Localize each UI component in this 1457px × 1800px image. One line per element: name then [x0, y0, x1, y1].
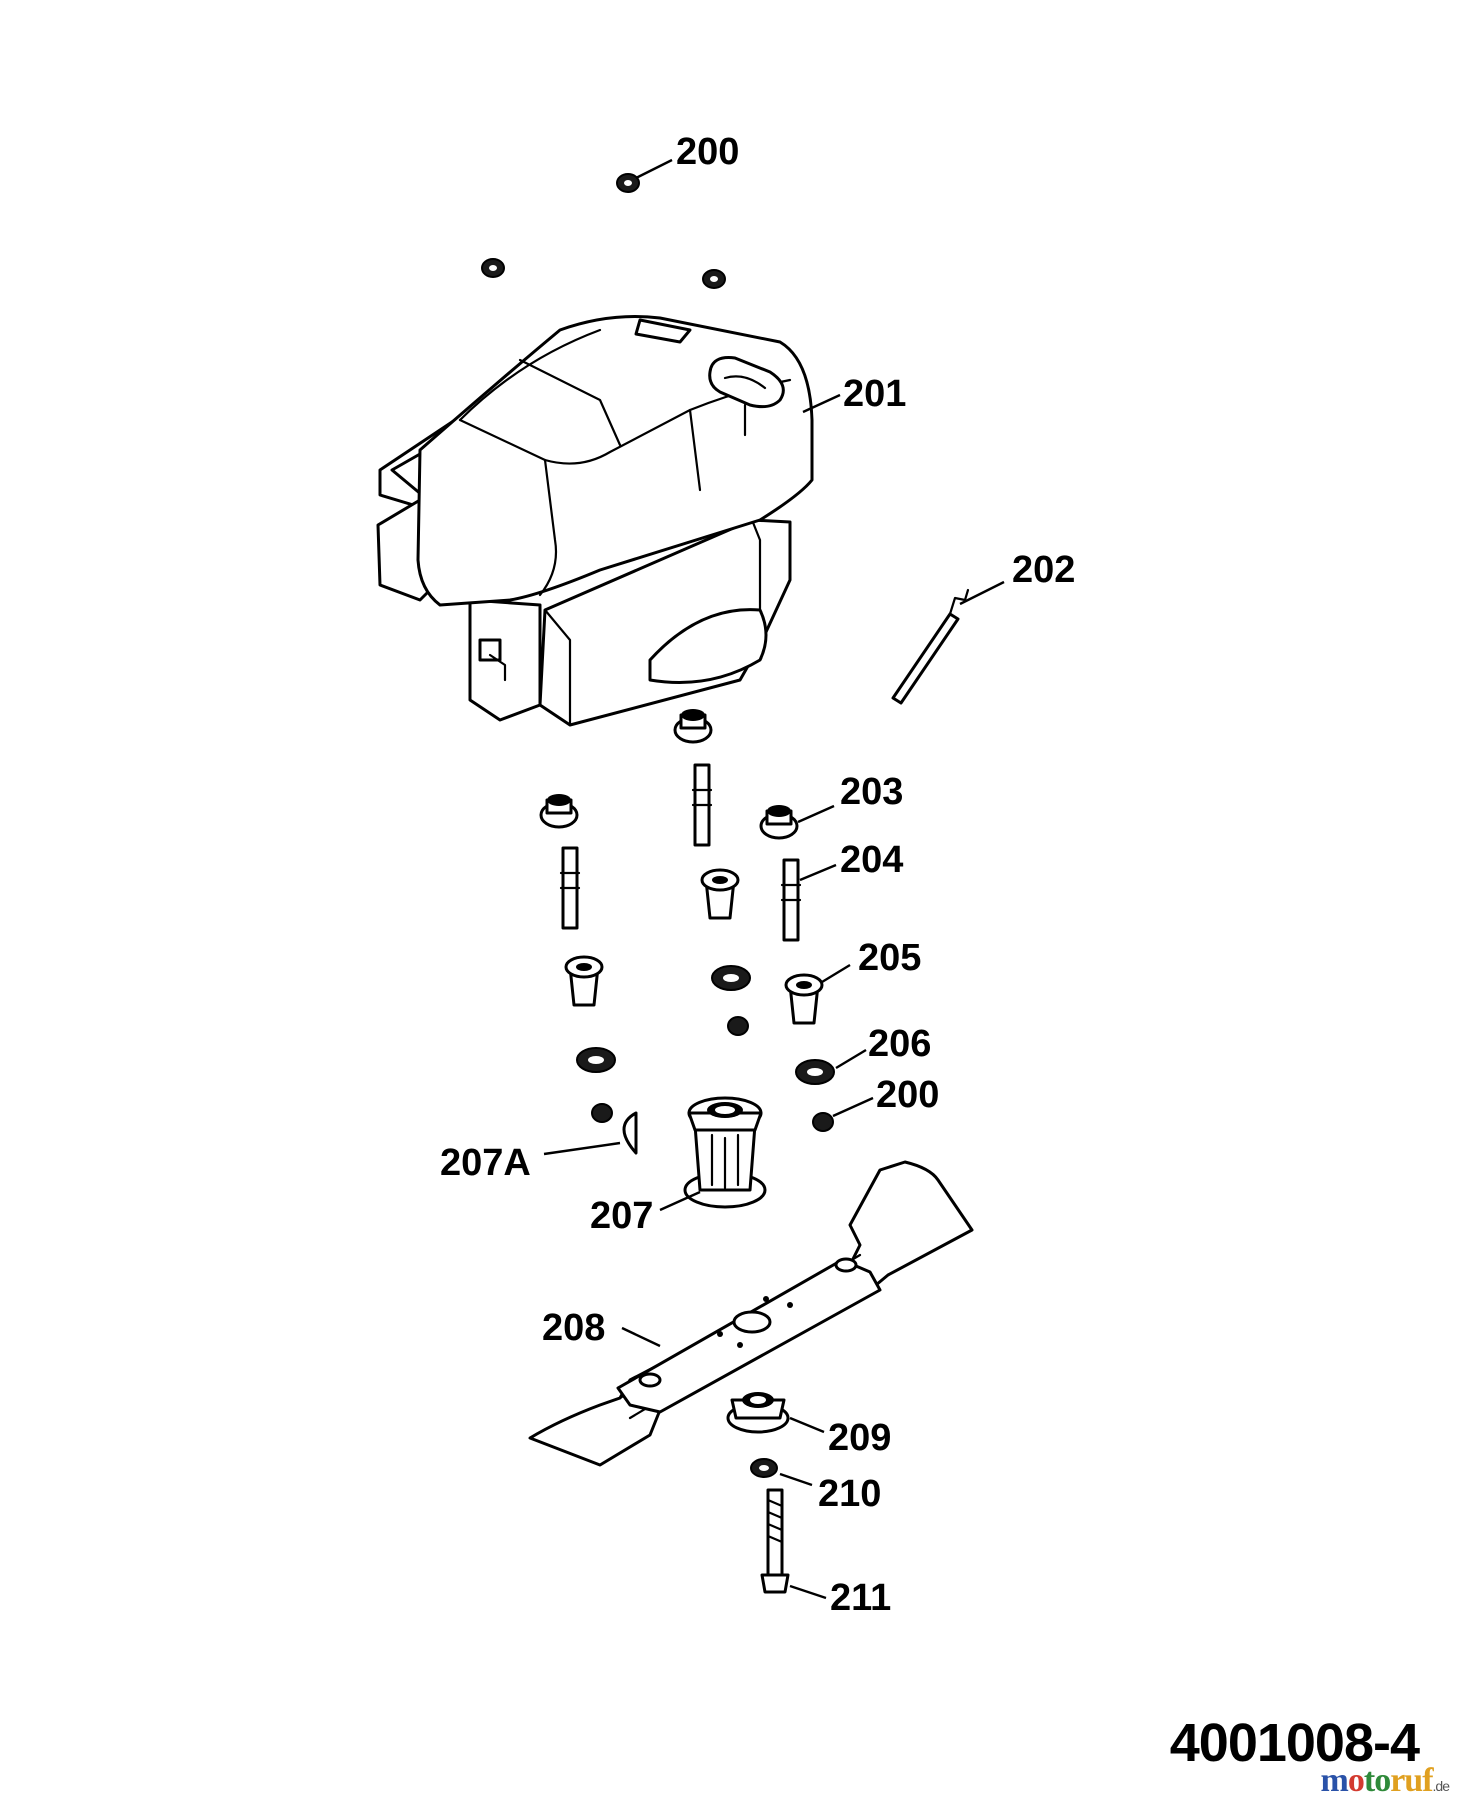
bushing-205-center [700, 868, 740, 920]
washer-206-center [711, 965, 751, 991]
engine-201 [376, 315, 814, 727]
bushing-205-right [784, 973, 824, 1025]
nut-200-top-left [481, 258, 505, 278]
callout-209: 209 [828, 1417, 891, 1459]
bolt-211 [760, 1488, 790, 1594]
leader-207a [543, 1141, 621, 1156]
leader-201 [802, 393, 841, 414]
stud-204-right [780, 858, 802, 942]
callout-208: 208 [542, 1307, 605, 1349]
callout-205: 205 [858, 937, 921, 979]
nut-200-lower-right [812, 1112, 834, 1132]
nut-200-top-right [702, 269, 726, 289]
watermark-part-1: m [1320, 1762, 1349, 1799]
bushing-205-left [564, 955, 604, 1007]
callout-206: 206 [868, 1023, 931, 1065]
watermark-part-4: ruf [1390, 1762, 1433, 1799]
blade-adapter-207 [683, 1096, 767, 1209]
leader-203 [797, 804, 835, 824]
watermark-logo: motoruf.de [1320, 1762, 1450, 1800]
callout-211: 211 [830, 1577, 891, 1619]
leader-206 [835, 1048, 867, 1070]
leader-210 [779, 1472, 813, 1487]
leader-209 [789, 1416, 825, 1434]
leader-200-top [635, 158, 673, 180]
callout-200-bottom: 200 [876, 1074, 939, 1116]
nut-200-lower-left [591, 1103, 613, 1123]
watermark-part-3: to [1363, 1762, 1391, 1799]
leader-208 [621, 1326, 661, 1348]
nut-200-top-center [616, 173, 640, 193]
callout-202: 202 [1012, 549, 1075, 591]
callout-210: 210 [818, 1473, 881, 1515]
leader-211 [789, 1584, 827, 1600]
spacer-203-top-center [673, 709, 713, 744]
washer-210 [750, 1458, 778, 1478]
callout-204: 204 [840, 839, 903, 881]
rod-202 [891, 588, 970, 705]
leader-204 [799, 863, 837, 882]
watermark-tld: .de [1432, 1778, 1450, 1794]
spacer-203-right [759, 805, 799, 840]
stud-204-center [691, 763, 713, 847]
leader-207 [659, 1190, 701, 1212]
blade-208 [528, 1160, 974, 1467]
nut-200-lower-center [727, 1016, 749, 1036]
leader-205 [821, 963, 851, 984]
callout-203: 203 [840, 771, 903, 813]
spacer-203-left [539, 794, 579, 829]
leader-200-bottom [832, 1096, 874, 1118]
document-number: 4001008-4 [1169, 1713, 1420, 1773]
callout-201: 201 [843, 373, 906, 415]
blade-fixer-209 [726, 1392, 790, 1434]
stud-204-left [559, 846, 581, 930]
callout-207a: 207A [440, 1142, 531, 1184]
key-207a [622, 1111, 638, 1155]
washer-206-left [576, 1047, 616, 1073]
callout-200-top: 200 [676, 131, 739, 173]
leader-202 [959, 580, 1005, 606]
washer-206-right [795, 1059, 835, 1085]
callout-207: 207 [590, 1195, 653, 1237]
watermark-part-2: o [1347, 1762, 1365, 1799]
